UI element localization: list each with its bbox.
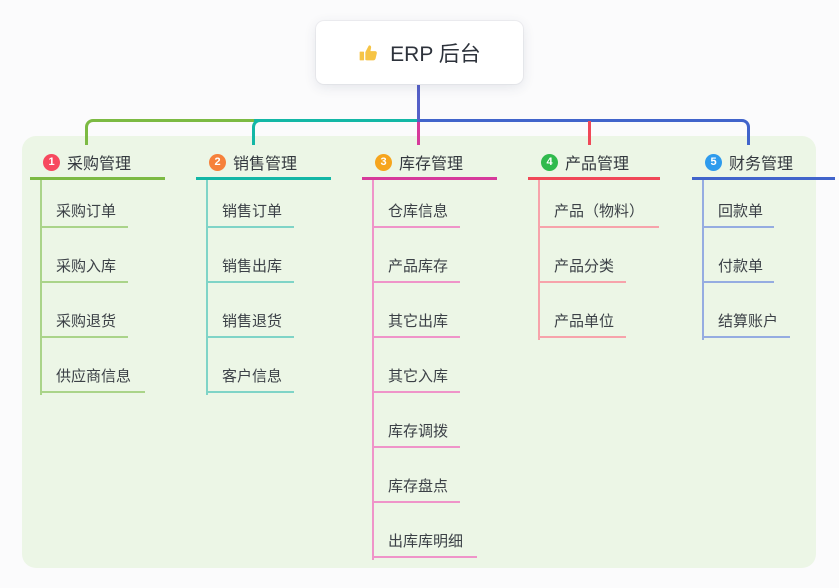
child-node[interactable]: 销售订单 [206,196,294,228]
branch-header-inventory[interactable]: 3 库存管理 [362,147,497,180]
branch-header-sales[interactable]: 2 销售管理 [196,147,331,180]
root-title: ERP 后台 [390,42,481,66]
branch-badge: 3 [375,153,392,171]
child-node[interactable]: 产品库存 [372,251,460,283]
child-node[interactable]: 产品（物料） [538,196,659,228]
child-node[interactable]: 客户信息 [206,361,294,393]
thumbs-up-icon [358,42,380,64]
branch-header-finance[interactable]: 5 财务管理 [692,147,835,180]
branch-badge: 5 [705,153,722,171]
bus-line-finance [419,119,732,122]
child-node[interactable]: 仓库信息 [372,196,460,228]
child-node[interactable]: 采购入库 [40,251,128,283]
branch-badge: 2 [209,153,226,171]
root-node[interactable]: ERP 后台 [316,21,523,84]
child-node[interactable]: 销售出库 [206,251,294,283]
child-node[interactable]: 其它出库 [372,306,460,338]
bus-line-procurement [106,119,254,122]
children-connector [702,178,704,340]
drop-product [588,121,591,145]
branch-header-procurement[interactable]: 1 采购管理 [30,147,165,180]
children-connector [372,178,374,560]
child-node[interactable]: 采购订单 [40,196,128,228]
branch-title: 产品管理 [565,156,630,173]
branch-background-panel [22,136,816,568]
branch-title: 采购管理 [67,156,132,173]
branch-title: 财务管理 [729,156,794,173]
root-connector-line [417,84,420,122]
branch-badge: 4 [541,153,558,171]
child-node[interactable]: 库存调拨 [372,416,460,448]
branch-header-product[interactable]: 4 产品管理 [528,147,660,180]
elbow-procurement [85,119,109,145]
branch-title: 库存管理 [399,156,464,173]
branch-badge: 1 [43,153,60,171]
child-node[interactable]: 付款单 [702,251,774,283]
child-node[interactable]: 结算账户 [702,306,790,338]
child-node[interactable]: 回款单 [702,196,774,228]
child-node[interactable]: 出库库明细 [372,526,477,558]
children-connector [40,178,42,395]
elbow-finance [726,119,750,145]
child-node[interactable]: 采购退货 [40,306,128,338]
child-node[interactable]: 供应商信息 [40,361,145,393]
drop-inventory [417,122,420,145]
bus-line-sales [254,119,419,122]
child-node[interactable]: 库存盘点 [372,471,460,503]
child-node[interactable]: 销售退货 [206,306,294,338]
child-node[interactable]: 产品分类 [538,251,626,283]
children-connector [538,178,540,340]
children-connector [206,178,208,395]
branch-title: 销售管理 [233,156,298,173]
child-node[interactable]: 产品单位 [538,306,626,338]
elbow-sales [252,119,268,145]
child-node[interactable]: 其它入库 [372,361,460,393]
